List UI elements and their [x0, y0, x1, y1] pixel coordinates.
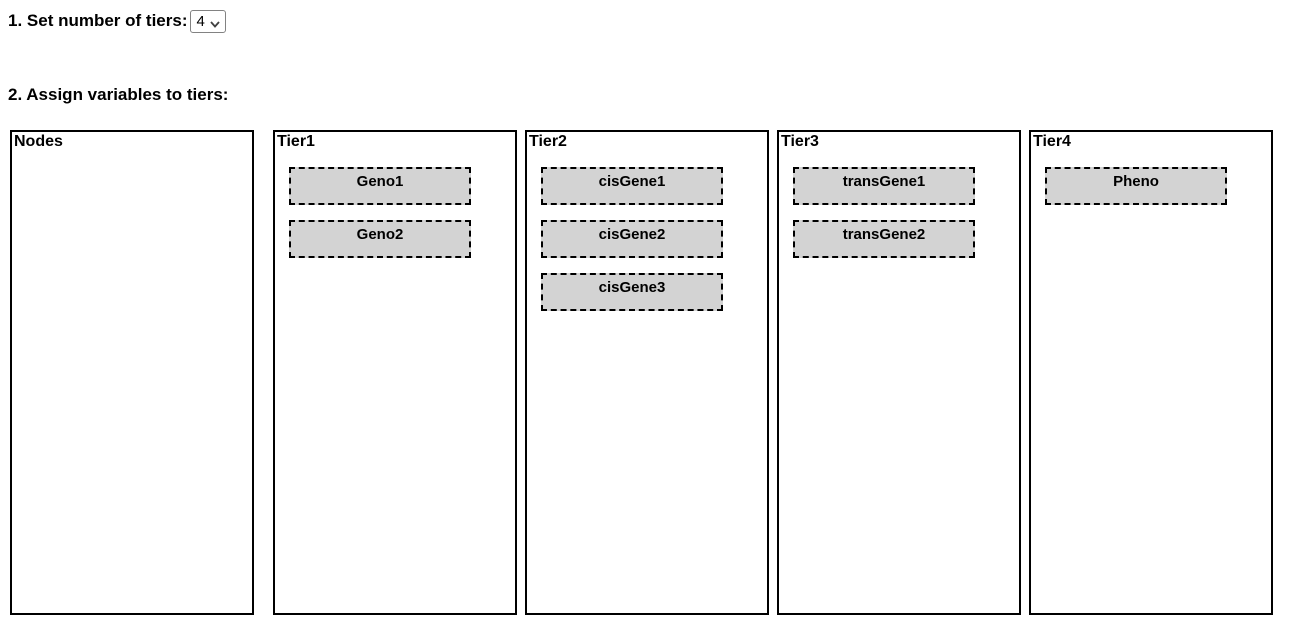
tier-panel-label: Tier2	[529, 133, 567, 150]
draggable-node-item[interactable]: transGene1	[793, 167, 975, 205]
tier-count-selected-value: 4	[196, 12, 205, 30]
set-tier-count-label: 1. Set number of tiers:	[8, 11, 188, 30]
tier-panel-label: Nodes	[14, 133, 63, 150]
assign-variables-row: 2. Assign variables to tiers:	[8, 85, 1286, 106]
panel-tier2[interactable]: Tier2 cisGene1 cisGene2 cisGene3	[525, 130, 769, 615]
tier-panel-label: Tier4	[1033, 133, 1071, 150]
draggable-node-item[interactable]: Pheno	[1045, 167, 1227, 205]
panel-tier3[interactable]: Tier3 transGene1 transGene2	[777, 130, 1021, 615]
tier-item-list: cisGene1 cisGene2 cisGene3	[527, 167, 767, 311]
assign-variables-label: 2. Assign variables to tiers:	[8, 85, 229, 104]
draggable-node-item[interactable]: cisGene1	[541, 167, 723, 205]
tier-item-list: Pheno	[1031, 167, 1271, 205]
tier-panel-label: Tier3	[781, 133, 819, 150]
draggable-node-item[interactable]: Geno1	[289, 167, 471, 205]
draggable-node-item[interactable]: transGene2	[793, 220, 975, 258]
draggable-node-item[interactable]: Geno2	[289, 220, 471, 258]
panel-tier4[interactable]: Tier4 Pheno	[1029, 130, 1273, 615]
tier-panel-label: Tier1	[277, 133, 315, 150]
draggable-node-item[interactable]: cisGene2	[541, 220, 723, 258]
panel-nodes[interactable]: Nodes	[10, 130, 254, 615]
draggable-node-item[interactable]: cisGene3	[541, 273, 723, 311]
set-tier-count-row: 1. Set number of tiers: 4	[8, 9, 1286, 33]
tier-count-select[interactable]: 4	[190, 9, 226, 33]
tier-item-list: transGene1 transGene2	[779, 167, 1019, 258]
chevron-down-icon	[210, 16, 220, 28]
